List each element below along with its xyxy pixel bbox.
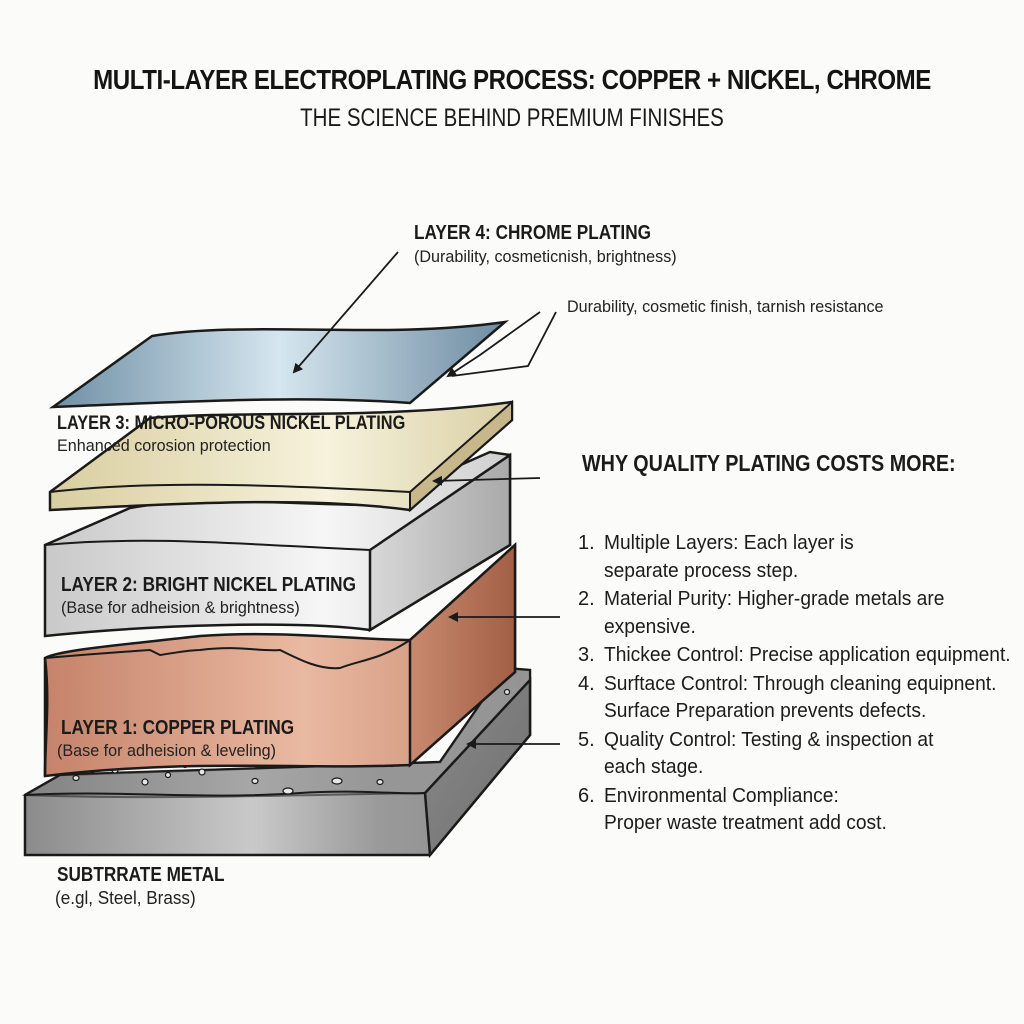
cost-reason-text: Surftace Control: Through cleaning equip… [604, 672, 997, 723]
cost-reason-item: 4. Surftace Control: Through cleaning eq… [578, 671, 1024, 726]
micro-porous-nickel-title: LAYER 3: MICRO-POROUS NICKEL PLATING [57, 413, 406, 434]
cost-section-heading: WHY QUALITY PLATING COSTS MORE: [582, 450, 956, 476]
micro-porous-nickel-description: Enhanced corosion protection [57, 436, 271, 455]
bright-nickel-description: (Base for adheision & brightness) [61, 598, 300, 617]
cost-reason-number: 4. [578, 672, 595, 695]
arrow-micro-porous-nickel [432, 475, 541, 486]
cost-reason-item: 3. Thickee Control: Precise application … [578, 642, 1024, 670]
substrate-description: (e.gl, Steel, Brass) [55, 888, 196, 908]
copper-title: LAYER 1: COPPER PLATING [61, 717, 295, 739]
cost-reason-number: 6. [578, 784, 595, 807]
callout-arrows [292, 251, 560, 749]
cost-reason-text: Thickee Control: Precise application equ… [604, 644, 1011, 666]
cost-reason-item: 2. Material Purity: Higher-grade metals … [578, 586, 1024, 641]
chrome-layer [48, 320, 510, 409]
cost-reason-text: Quality Control: Testing & inspection at… [604, 728, 934, 779]
cost-reason-item: 5. Quality Control: Testing & inspection… [578, 727, 1024, 782]
copper-layer [43, 542, 517, 778]
cost-reason-text: Material Purity: Higher-grade metals are… [604, 588, 945, 638]
cost-reason-number: 5. [578, 728, 595, 751]
cost-reason-text: Environmental Compliance: Proper waste t… [604, 784, 887, 835]
cost-reason-item: 1. Multiple Layers: Each layer is separa… [578, 530, 1024, 585]
substrate-layer [21, 666, 532, 859]
cost-reason-item: 6. Environmental Compliance: Proper wast… [578, 783, 1024, 838]
cost-reason-number: 3. [578, 644, 595, 666]
arrow-chrome-callout-b [451, 311, 557, 377]
page-subtitle: THE SCIENCE BEHIND PREMIUM FINISHES [300, 104, 724, 132]
chrome-layer-title: LAYER 4: CHROME PLATING [414, 222, 651, 244]
page-title: MULTI-LAYER ELECTROPLATING PROCESS: COPP… [93, 64, 931, 95]
chrome-layer-description: (Durability, cosmeticnish, brightness) [414, 247, 677, 266]
bright-nickel-title: LAYER 2: BRIGHT NICKEL PLATING [61, 574, 356, 596]
arrow-chrome-callout-a [446, 311, 541, 378]
cost-reason-number: 1. [578, 532, 595, 554]
cost-reason-text: Multiple Layers: Each layer is separate … [604, 532, 854, 582]
cost-reason-number: 2. [578, 588, 595, 610]
copper-description: (Base for adheision & leveling) [57, 741, 277, 760]
substrate-title: SUBTRRATE METAL [57, 864, 225, 886]
arrow-chrome-label [292, 251, 399, 374]
chrome-layer-callout: Durability, cosmetic finish, tarnish res… [567, 297, 884, 316]
cost-reasons-list: 1. Multiple Layers: Each layer is separa… [578, 530, 1024, 839]
